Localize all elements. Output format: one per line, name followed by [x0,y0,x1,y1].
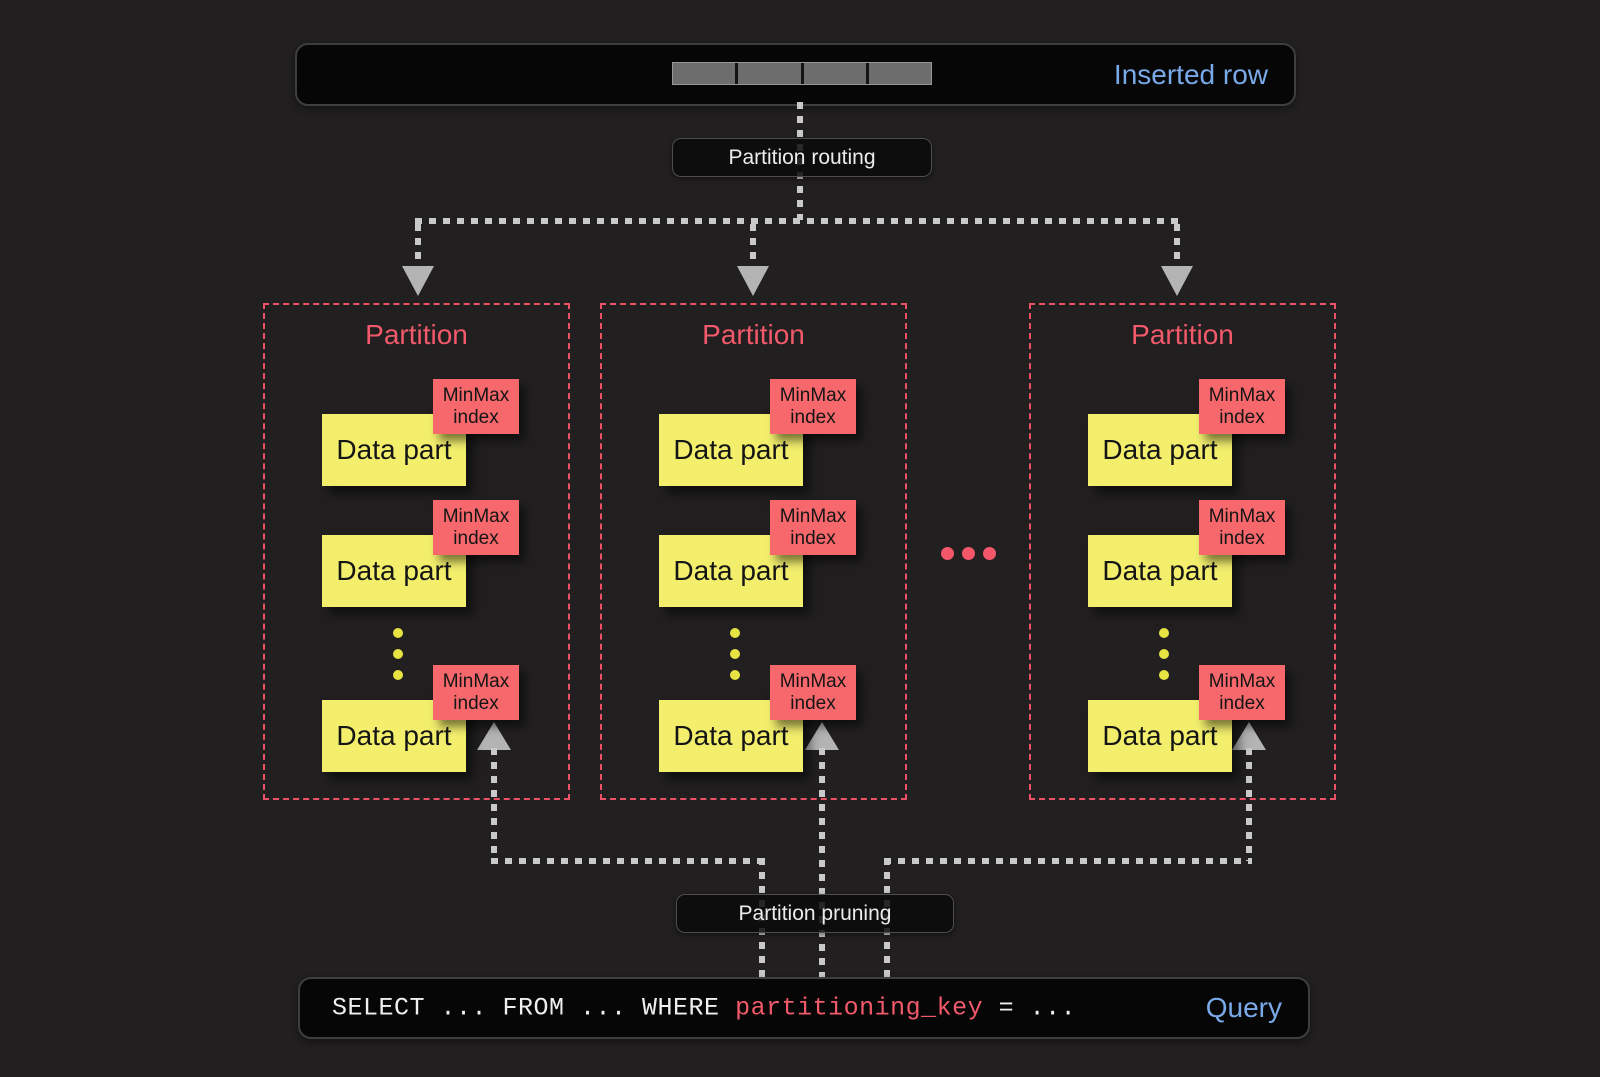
partition-title: Partition [365,319,468,350]
data-part-box: Data part [1088,414,1232,486]
segment-cell [803,63,866,84]
pruning-line-left [491,858,765,864]
query-label: Query [1205,992,1282,1023]
minmax-index-tag: MinMax index [770,500,856,555]
up-arrow-icon [805,722,839,750]
sql-suffix: = ... [983,993,1077,1023]
up-arrow-tail [491,748,497,864]
minmax-index-tag: MinMax index [433,500,519,555]
inserted-row-label: Inserted row [1113,58,1268,90]
minmax-index-tag: MinMax index [1199,379,1285,434]
partition-box-1: Partition MinMax index Data part MinMax … [263,303,570,800]
minmax-index-tag: MinMax index [770,665,856,720]
partition-box-3: Partition MinMax index Data part MinMax … [1029,303,1336,800]
segment-cell [738,63,801,84]
partition-routing-label: Partition routing [728,145,876,169]
down-arrow-icon [402,266,434,296]
down-arrow-icon [1161,266,1193,296]
minmax-index-tag: MinMax index [770,379,856,434]
partition-title: Partition [1131,319,1234,350]
vertical-ellipsis [1159,628,1169,680]
down-arrow-icon [737,266,769,296]
minmax-index-tag: MinMax index [433,665,519,720]
up-arrow-tail [819,748,825,977]
partition-pruning-label: Partition pruning [738,901,892,925]
minmax-index-tag: MinMax index [1199,665,1285,720]
down-arrow-tail [1174,224,1180,270]
query-bar: SELECT ... FROM ... WHERE partitioning_k… [298,977,1310,1039]
fanout-line [415,218,1180,224]
partition-pruning-badge: Partition pruning [676,894,954,933]
sql-text: SELECT ... FROM ... WHERE partitioning_k… [332,994,1076,1023]
row-segments [672,62,932,85]
partition-title: Partition [702,319,805,350]
minmax-index-tag: MinMax index [1199,500,1285,555]
segment-cell [673,63,736,84]
partition-routing-badge: Partition routing [672,138,932,177]
sql-partitioning-key: partitioning_key [735,993,984,1023]
up-arrow-icon [1232,722,1266,750]
minmax-index-tag: MinMax index [433,379,519,434]
data-part-box: Data part [322,700,466,772]
partition-ellipsis [941,547,996,560]
vertical-ellipsis [393,628,403,680]
segment-cell [868,63,931,84]
vertical-ellipsis [730,628,740,680]
partition-box-2: Partition MinMax index Data part MinMax … [600,303,907,800]
inserted-row-bar: Inserted row [295,43,1296,106]
down-arrow-tail [415,224,421,270]
down-arrow-tail [750,224,756,270]
pruning-line-right [884,858,1252,864]
up-arrow-tail [1246,748,1252,861]
up-arrow-icon [477,722,511,750]
sql-prefix: SELECT ... FROM ... WHERE [332,993,736,1023]
